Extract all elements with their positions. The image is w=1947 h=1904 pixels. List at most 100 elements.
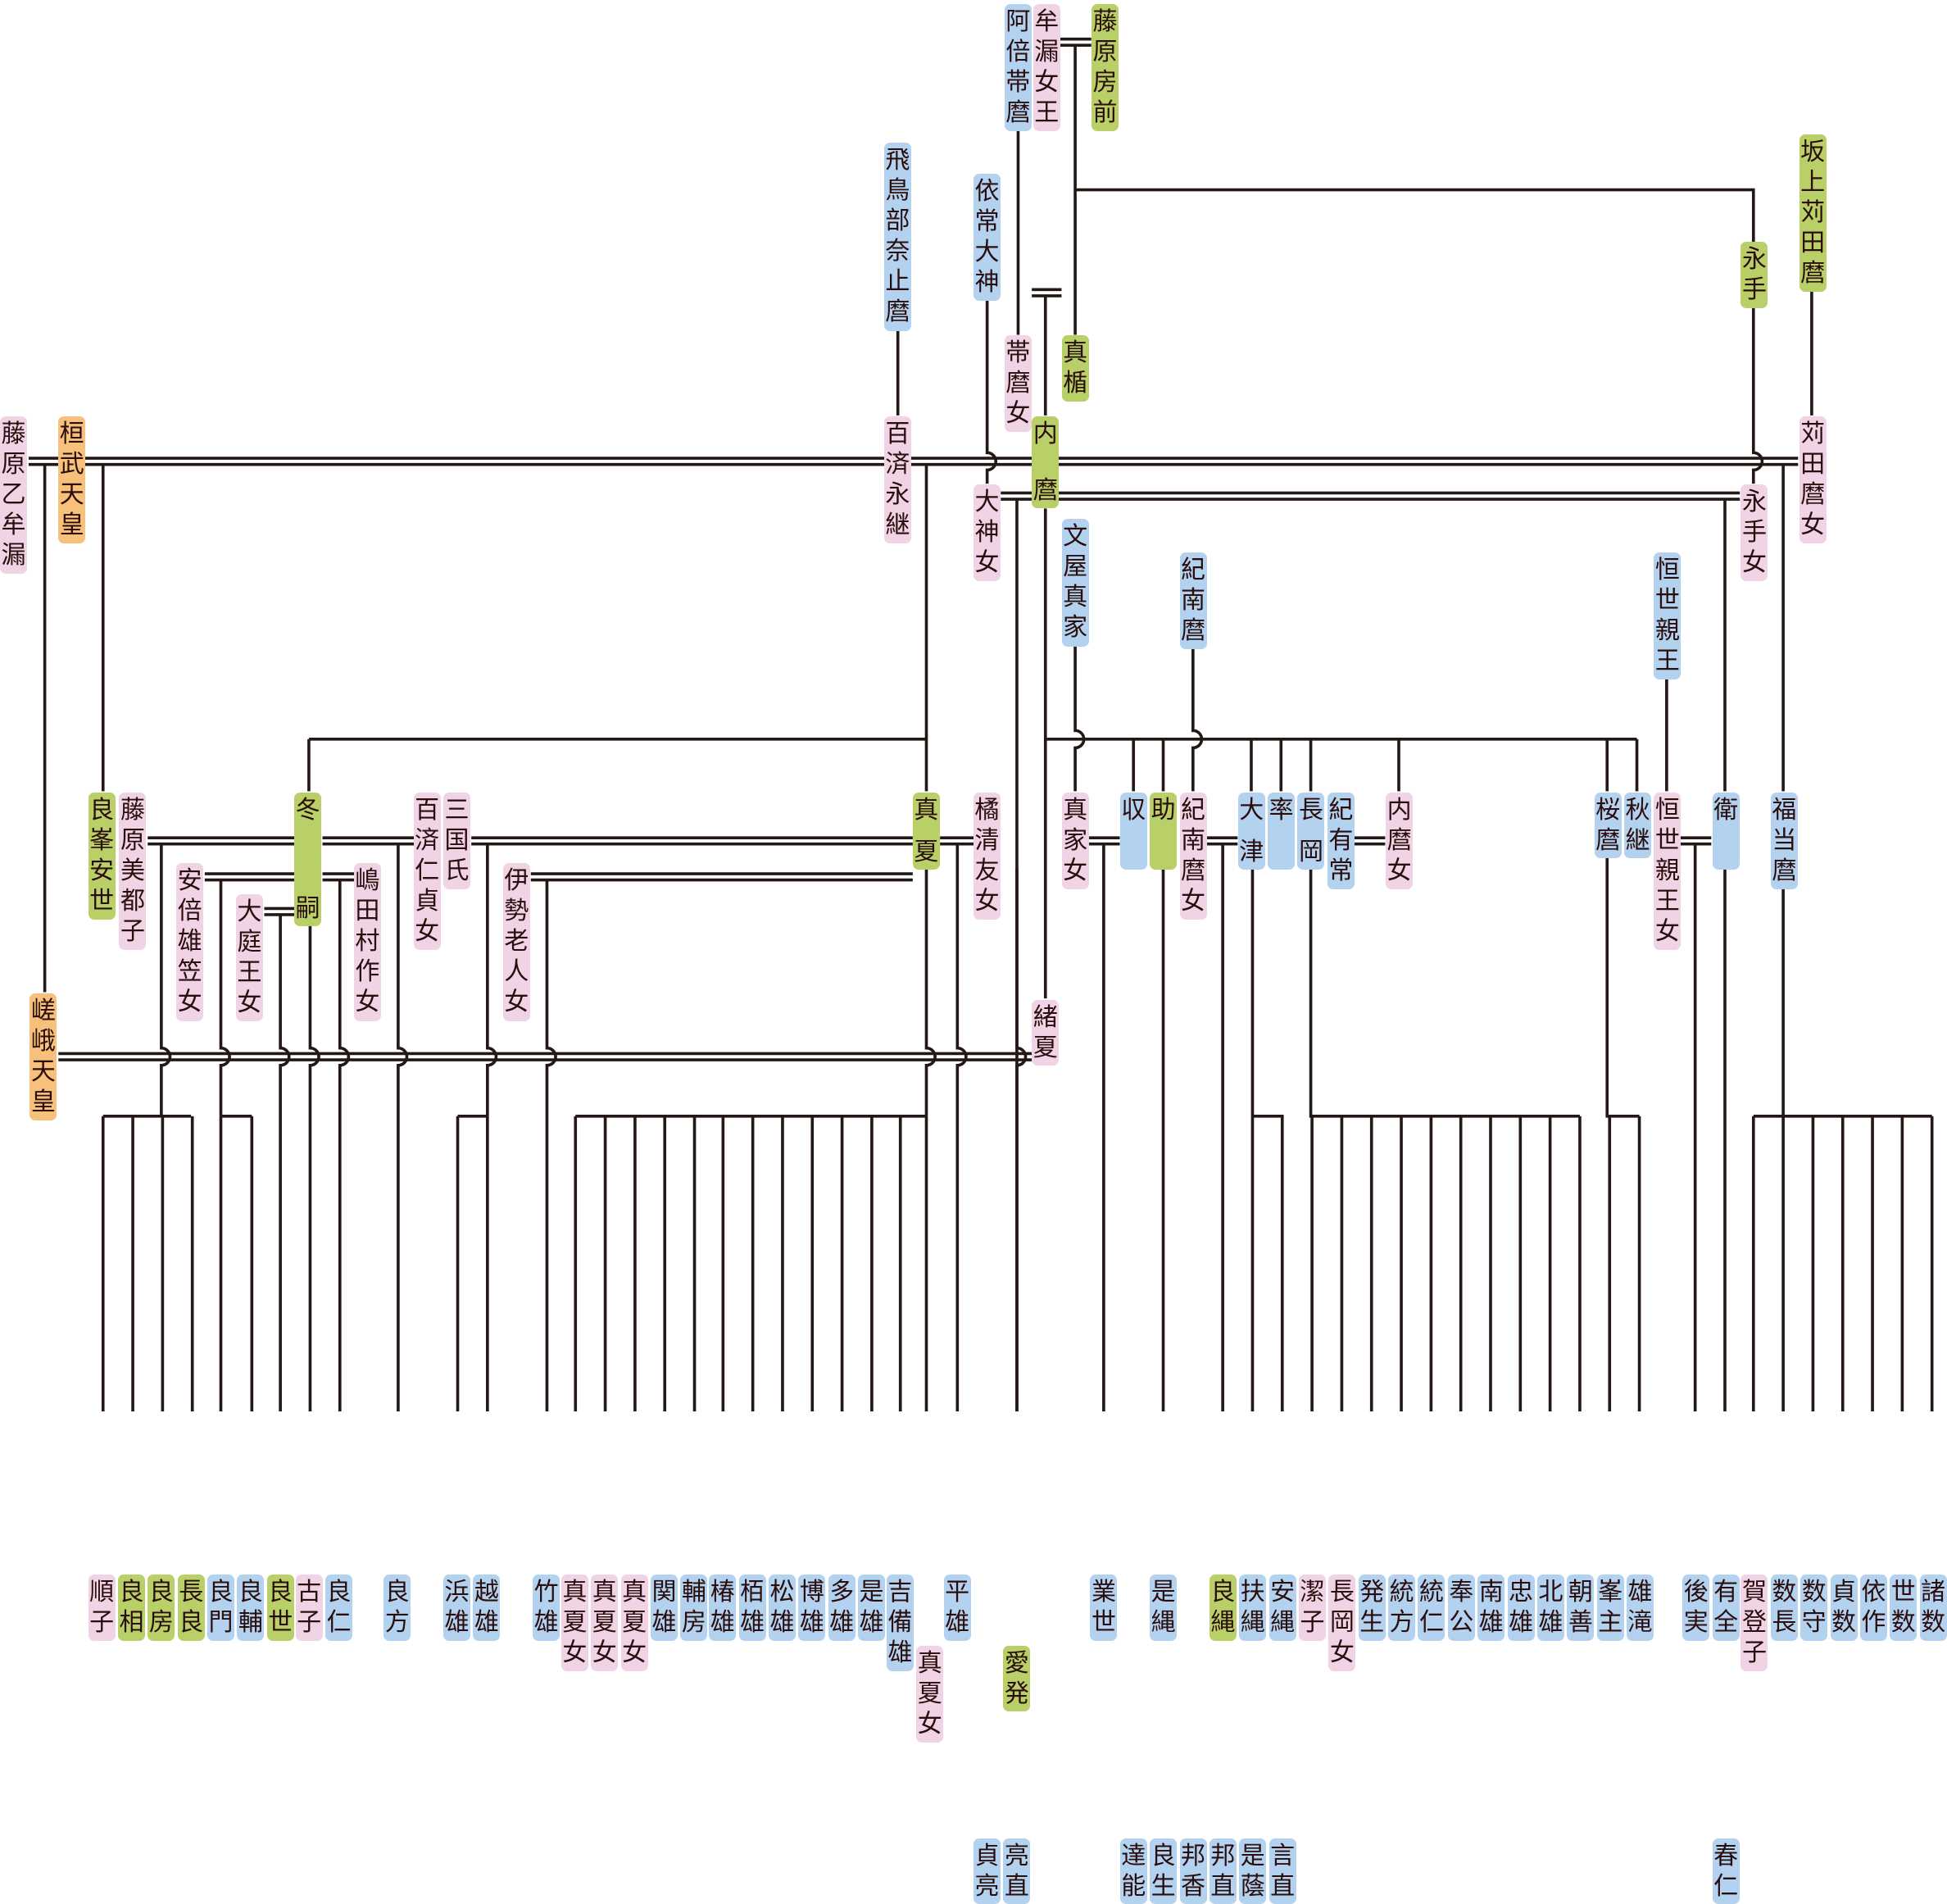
- connector-66: [308, 925, 320, 1411]
- person-kiyoko: 潔子: [1299, 1575, 1326, 1642]
- person-naruyo: 業世: [1090, 1575, 1118, 1642]
- person-funya: 文屋真家: [1061, 519, 1089, 647]
- person-shimada: 嶋田村作女: [353, 863, 381, 1021]
- person-tatsuyoshi: 達能: [1119, 1838, 1147, 1904]
- person-manatsu_me2: 真夏女: [591, 1575, 619, 1672]
- person-tomoyoshi: 朝善: [1567, 1575, 1595, 1642]
- person-abe_okasa: 安倍雄笠女: [176, 863, 204, 1021]
- person-yasuyo: 良峯安世: [88, 792, 116, 920]
- person-ki_aritsune: 紀有常: [1327, 792, 1355, 889]
- person-yoshifusa: 良房: [148, 1575, 175, 1642]
- person-ki_nanmaro_me: 紀南麿女: [1179, 792, 1207, 920]
- connector-63: [160, 844, 172, 1116]
- person-minamio: 南雄: [1477, 1575, 1505, 1642]
- connector-11: [1751, 298, 1764, 484]
- person-obimaro_me: 帯麿女: [1004, 335, 1032, 433]
- person-ise: 伊勢老人女: [502, 863, 530, 1021]
- person-arachi: 愛発: [1003, 1645, 1031, 1712]
- person-nagate_me: 永手女: [1740, 484, 1768, 581]
- person-tochio: 栢雄: [738, 1575, 766, 1642]
- person-yoshinawa: 良縄: [1209, 1575, 1237, 1642]
- connector-70: [545, 880, 557, 1411]
- person-arimasa: 有全: [1712, 1575, 1740, 1642]
- person-ki_nanmaro: 紀南麿: [1179, 552, 1207, 650]
- person-oniwa: 大庭王女: [235, 894, 263, 1022]
- connector-64: [219, 880, 231, 1116]
- family-tree: 藤原乙牟漏桓武天皇嵯峨天皇良峯安世藤原美都子安倍雄笠女大庭王女冬嗣嶋田村作女百済…: [0, 3, 1947, 1904]
- person-matsuo: 松雄: [768, 1575, 796, 1642]
- person-kitao: 北雄: [1536, 1575, 1564, 1642]
- person-furuko: 古子: [295, 1575, 323, 1642]
- person-tsubakio: 椿雄: [709, 1575, 737, 1642]
- person-karitamaro_me: 苅田麿女: [1799, 416, 1827, 543]
- person-munehito: 統仁: [1418, 1575, 1446, 1642]
- connector-69: [486, 844, 498, 1116]
- person-hassei: 発生: [1358, 1575, 1386, 1642]
- person-onatsu: 緒夏: [1032, 999, 1060, 1066]
- person-minenushi: 峯主: [1596, 1575, 1624, 1642]
- person-ijo_oomiwa: 依常大神: [974, 174, 1001, 302]
- person-muro_joo: 牟漏女王: [1032, 3, 1060, 131]
- person-sukefusa: 輔房: [680, 1575, 708, 1642]
- person-hamao: 浜雄: [442, 1575, 470, 1642]
- connector-21: [1043, 508, 1637, 741]
- person-kazumori: 数守: [1800, 1575, 1828, 1642]
- person-otaki: 雄滝: [1627, 1575, 1654, 1642]
- person-sadakazu: 貞数: [1830, 1575, 1858, 1642]
- person-kuninao: 邦直: [1209, 1838, 1237, 1904]
- person-korekage: 是蔭: [1239, 1838, 1267, 1904]
- person-suketada: 亮直: [1003, 1838, 1031, 1904]
- connector-119: [1605, 828, 1640, 1118]
- person-mikuni: 三国氏: [442, 792, 470, 889]
- connector-72: [955, 844, 968, 1411]
- person-uchimaro_me: 内麿女: [1386, 792, 1414, 889]
- person-yasunawa: 安縄: [1268, 1575, 1296, 1642]
- connector-lines: [28, 37, 1934, 1411]
- person-kibio: 吉備雄: [886, 1575, 914, 1672]
- person-yoshikata: 良方: [384, 1575, 411, 1642]
- person-sekio: 関雄: [651, 1575, 678, 1642]
- person-katoko: 賀登子: [1740, 1575, 1768, 1672]
- person-yoshiyo: 良世: [266, 1575, 294, 1642]
- person-karitamaro: 坂上苅田麿: [1799, 134, 1827, 293]
- connector-107: [1252, 1115, 1284, 1411]
- person-sukenawa: 扶縄: [1239, 1575, 1267, 1642]
- person-sotsu: 率: [1268, 792, 1296, 870]
- person-ootsu: 大津: [1237, 792, 1265, 870]
- person-asukabe: 飛鳥部奈止麿: [883, 143, 911, 331]
- person-yoshikado: 良門: [207, 1575, 235, 1642]
- person-yoshisuke: 良輔: [237, 1575, 265, 1642]
- person-mamoru: 衛: [1712, 792, 1740, 870]
- connector-9: [985, 300, 997, 484]
- person-morokazu: 諸数: [1919, 1575, 1947, 1642]
- person-korenawa: 是縄: [1150, 1575, 1178, 1642]
- person-kudara_nintei: 百済仁貞女: [413, 792, 441, 951]
- person-sadasuke: 貞亮: [974, 1838, 1001, 1904]
- person-masao: 多雄: [828, 1575, 856, 1642]
- person-akitsugu: 秋継: [1624, 792, 1652, 859]
- person-kotonao: 言直: [1268, 1838, 1296, 1904]
- person-yoshihito: 良仁: [325, 1575, 352, 1642]
- person-fusasaki: 藤原房前: [1091, 3, 1119, 131]
- person-abe_obimaro: 阿倍帯麿: [1004, 3, 1032, 131]
- person-kunika: 邦香: [1179, 1838, 1207, 1904]
- person-kazunaga: 数長: [1770, 1575, 1798, 1642]
- person-osamu: 収: [1119, 792, 1147, 870]
- person-matate: 真楯: [1061, 335, 1089, 402]
- person-tsuneyo_me: 恒世親王女: [1654, 792, 1682, 951]
- person-junshi: 順子: [88, 1575, 116, 1642]
- person-tasuku: 助: [1150, 792, 1178, 870]
- person-nagaoka: 長岡: [1297, 792, 1325, 870]
- person-harumi: 春仁: [1712, 1838, 1740, 1904]
- person-tsuneyo: 恒世親王: [1654, 552, 1682, 680]
- person-yoshio: 良生: [1150, 1838, 1178, 1904]
- person-manatsu_me4: 真夏女: [916, 1645, 944, 1743]
- person-nochizane: 後実: [1682, 1575, 1710, 1642]
- person-munekata: 統方: [1388, 1575, 1416, 1642]
- person-kudara_eikei: 百済永継: [883, 416, 911, 543]
- person-oomiwa_me: 大神女: [974, 484, 1001, 581]
- connector-73: [1015, 868, 1028, 1411]
- connector-3: [1075, 188, 1755, 243]
- person-nagate: 永手: [1740, 242, 1768, 309]
- person-fukutomaro: 福当麿: [1770, 792, 1798, 889]
